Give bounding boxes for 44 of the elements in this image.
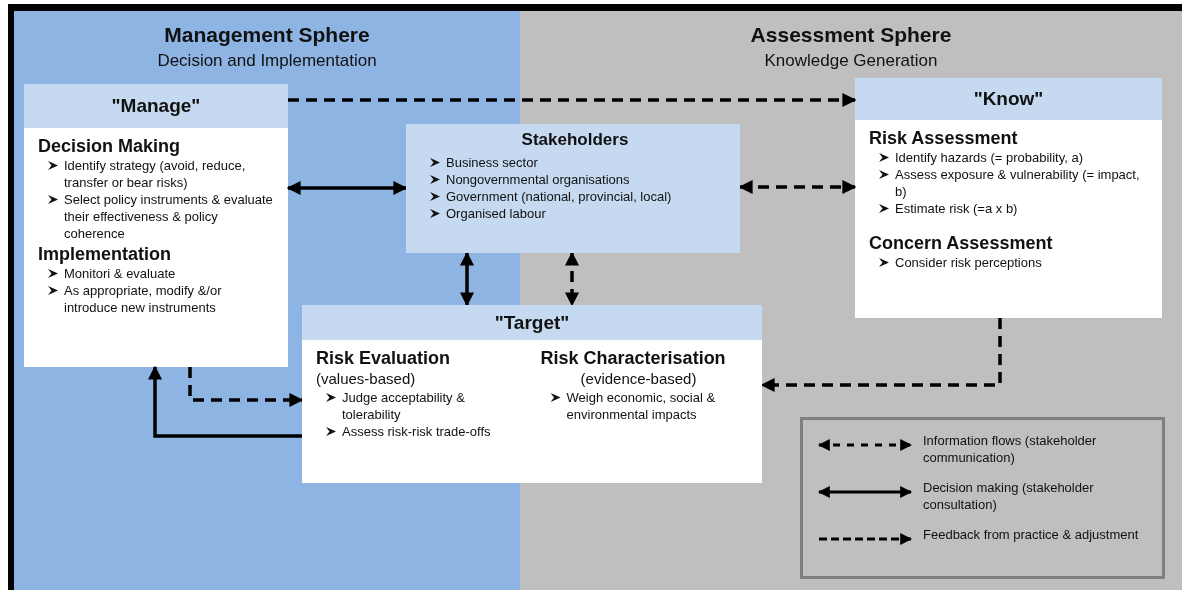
sphere-title: Management Sphere	[164, 23, 370, 47]
bullet-item: Nongovernmental organisations	[420, 171, 730, 188]
bullet-item: Select policy instruments & evaluate their effectiveness & policy coherence	[38, 191, 278, 242]
section-subheading: (evidence-based)	[579, 370, 698, 387]
bullet-item: Weigh economic, social & environmental impacts	[540, 389, 752, 423]
know-box	[855, 78, 1162, 318]
bullet-item: Judge acceptability & tolerability	[316, 389, 523, 423]
box-heading: "Know"	[855, 78, 1162, 120]
stakeholder-box	[406, 124, 740, 253]
sphere-subtitle: Knowledge Generation	[764, 51, 938, 71]
legend-text: Feedback from practice & adjustment	[923, 526, 1140, 543]
bullet-item: Estimate risk (=a x b)	[869, 200, 1152, 217]
bullet-item: Identify strategy (avoid, reduce, transfer or bear risks)	[38, 157, 278, 191]
sphere-subtitle: Decision and Implementation	[157, 51, 377, 71]
box-heading: "Target"	[302, 305, 762, 340]
bullet-item: Assess risk-risk trade-offs	[316, 423, 523, 440]
bullet-item: Assess exposure & vulnerability (= impact, b)	[869, 166, 1152, 200]
section-heading: Risk Characterisation	[540, 348, 727, 369]
manage-box	[24, 84, 288, 367]
sphere-title: Assessment Sphere	[750, 23, 952, 47]
bullet-item: As appropriate, modify &/or introduce new instruments	[38, 282, 278, 316]
section-subheading: (values-based)	[316, 370, 417, 387]
bullet-item: Monitori & evaluate	[38, 265, 278, 282]
box-heading: Stakeholders	[520, 130, 630, 150]
arrow	[288, 93, 857, 107]
section-heading: Concern Assessment	[869, 233, 1054, 254]
section-heading: Risk Evaluation	[316, 348, 452, 369]
target-box	[302, 305, 762, 483]
section-heading: Implementation	[38, 244, 172, 265]
box-heading: "Manage"	[24, 84, 288, 128]
bullet-item: Government (national, provincial, local)	[420, 188, 730, 205]
bullet-item: Identify hazards (= probability, a)	[869, 149, 1152, 166]
section-heading: Decision Making	[38, 136, 182, 157]
section-heading: Risk Assessment	[869, 128, 1019, 149]
legend-text: Decision making (stakeholder consultation)	[923, 479, 1095, 513]
bullet-item: Organised labour	[420, 205, 730, 222]
double-arrow	[460, 251, 474, 307]
bullet-item: Business sector	[420, 154, 730, 171]
legend-text: Information flows (stakeholder communication)	[923, 432, 1098, 466]
double-arrow	[286, 181, 408, 195]
arrow	[188, 367, 304, 407]
double-arrow	[565, 251, 579, 307]
arrow	[148, 365, 302, 438]
bullet-item: Consider risk perceptions	[869, 254, 1152, 271]
